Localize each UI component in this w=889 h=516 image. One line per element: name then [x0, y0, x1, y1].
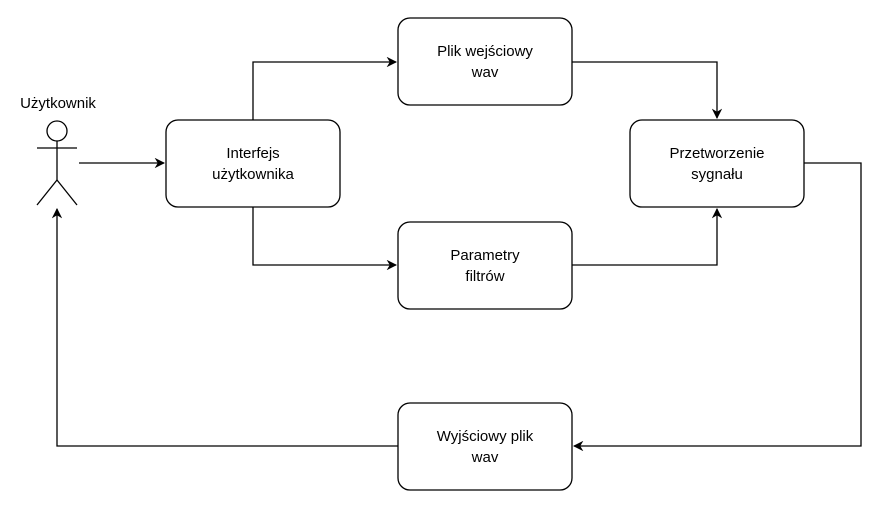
- filter-params-label-line2: filtrów: [465, 267, 505, 285]
- edge-filter-params-to-processing: [572, 207, 723, 266]
- interface-node-label: Interfejs użytkownika: [166, 120, 340, 207]
- edge-output-file-to-user: [51, 207, 398, 447]
- signal-processing-label-line1: Przetworzenie: [669, 144, 765, 162]
- output-file-label-line2: wav: [471, 448, 499, 466]
- signal-processing-node-label: Przetworzenie sygnału: [630, 120, 804, 207]
- filter-params-node-label: Parametry filtrów: [398, 222, 572, 309]
- input-file-label-line1: Plik wejściowy: [437, 42, 533, 60]
- output-file-node-label: Wyjściowy plik wav: [398, 403, 572, 490]
- interface-label-line2: użytkownika: [212, 165, 294, 183]
- edge-processing-to-output-file: [572, 162, 862, 452]
- input-file-node-label: Plik wejściowy wav: [398, 18, 572, 105]
- edge-input-file-to-processing: [572, 61, 723, 120]
- user-actor-label: Użytkownik: [20, 95, 96, 112]
- input-file-label-line2: wav: [471, 63, 499, 81]
- filter-params-label-line1: Parametry: [450, 246, 520, 264]
- signal-processing-label-line2: sygnału: [691, 165, 743, 183]
- user-actor-icon: [36, 120, 78, 206]
- edge-interface-to-input-file: [252, 56, 398, 120]
- output-file-label-line1: Wyjściowy plik: [436, 427, 534, 445]
- edge-interface-to-filter-params: [252, 207, 398, 271]
- interface-label-line1: Interfejs: [226, 144, 280, 162]
